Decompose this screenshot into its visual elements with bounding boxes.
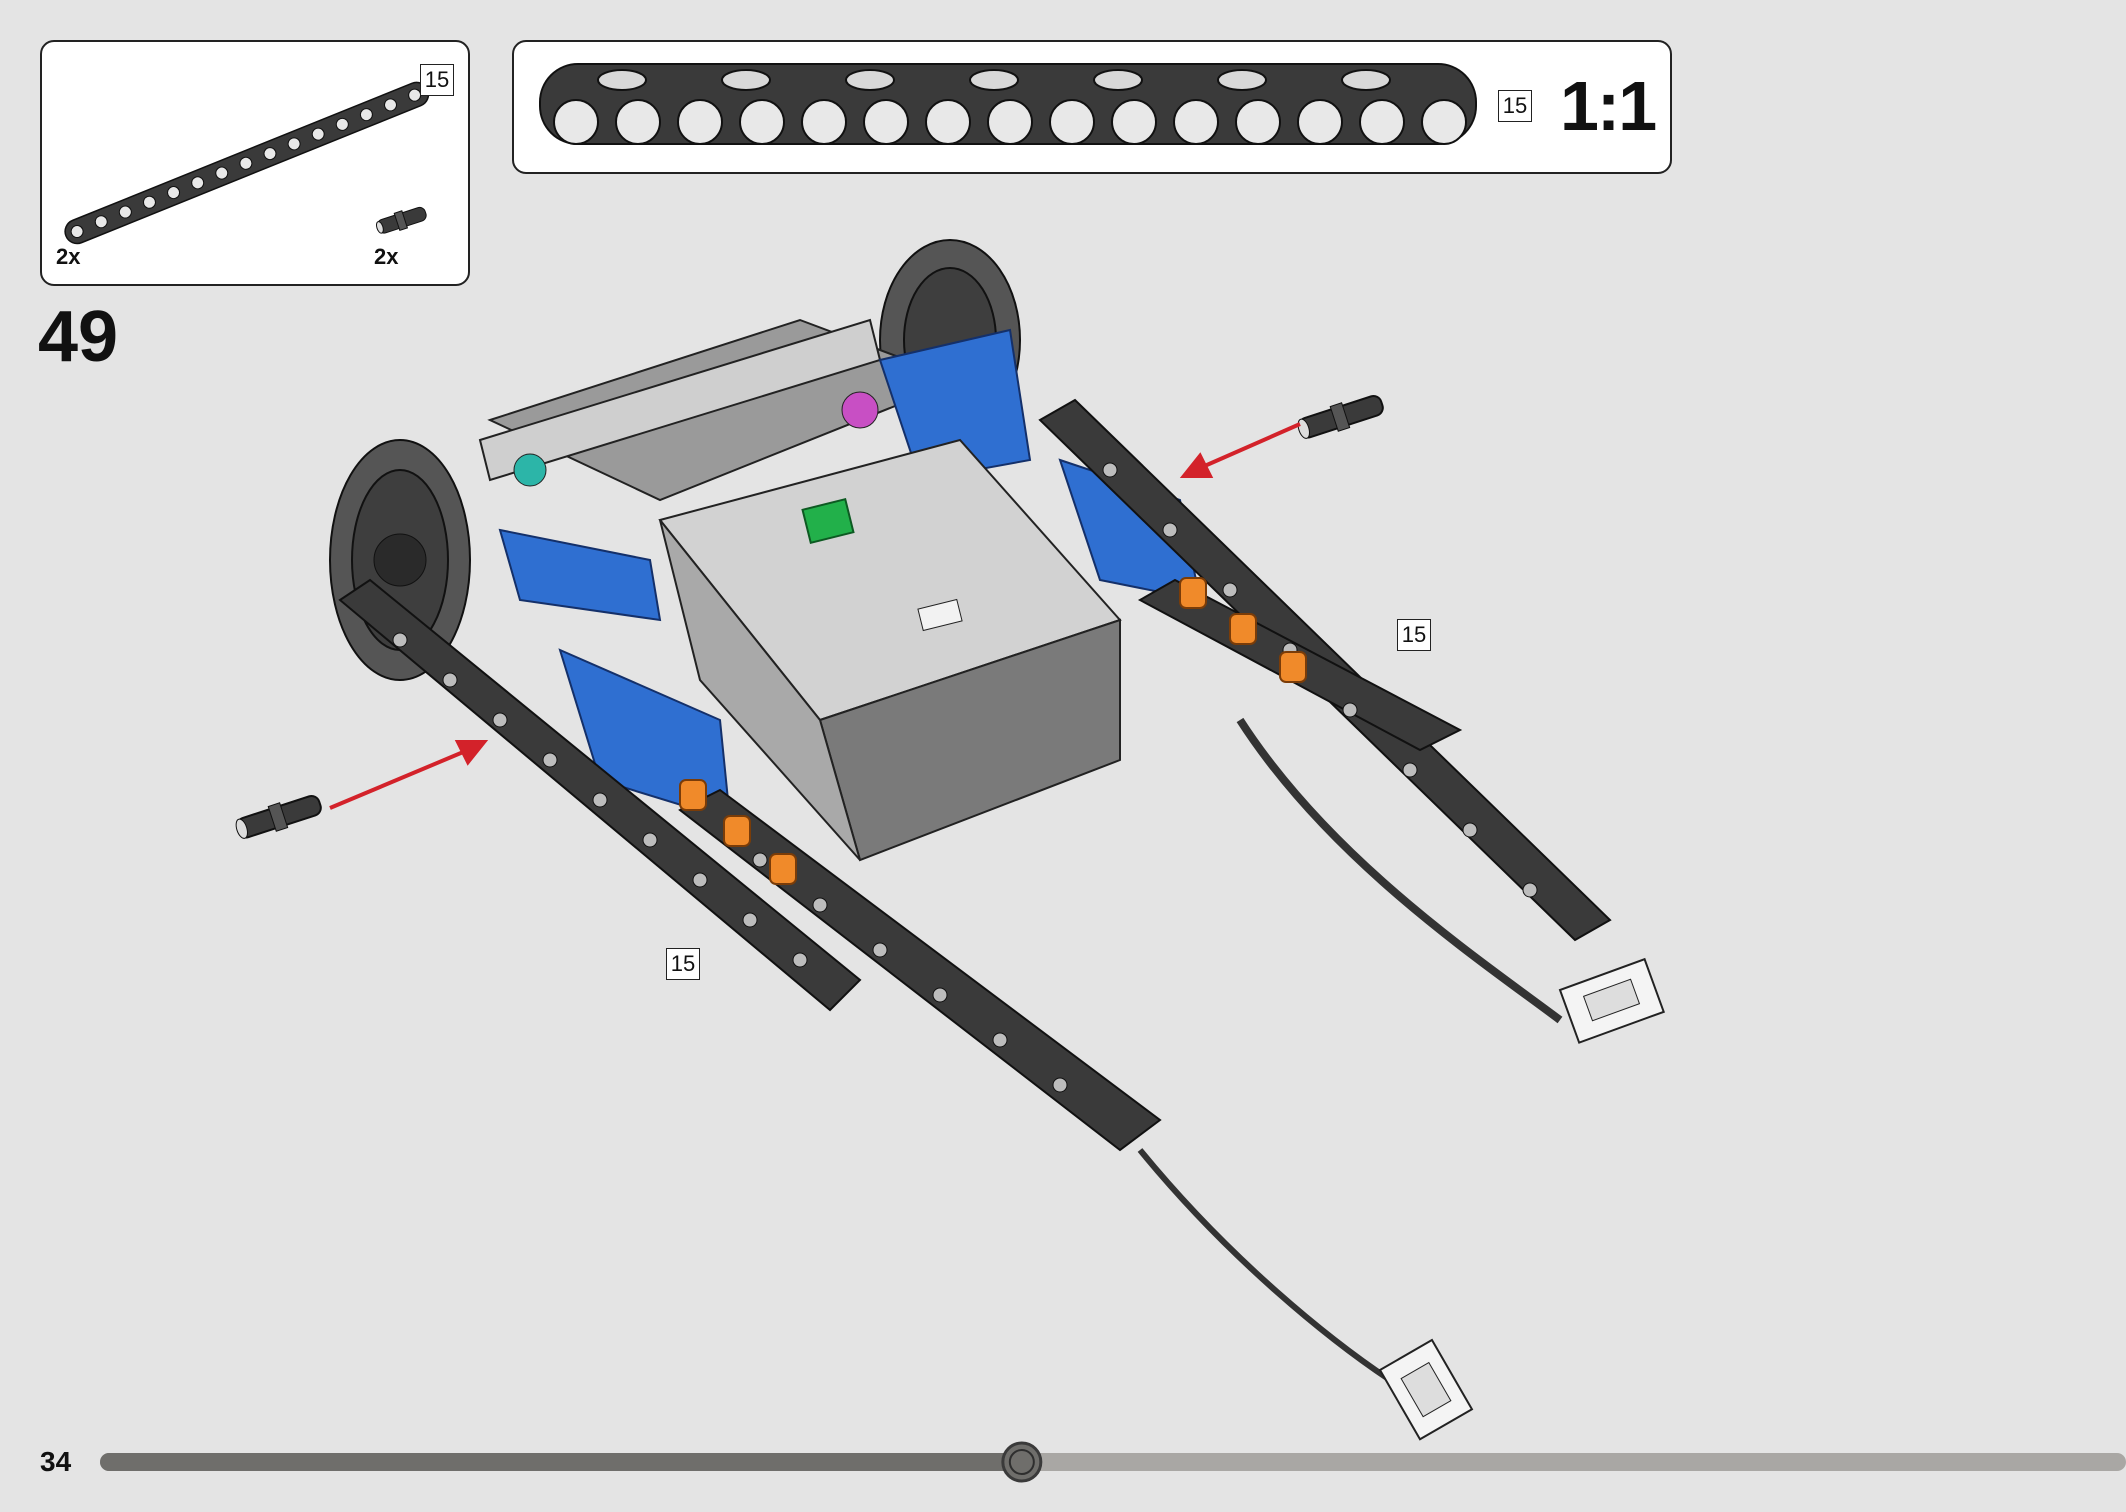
- cable-1: [1137, 1148, 1392, 1383]
- scale-reference-box: 15: [512, 40, 1672, 174]
- scale-length-tag: 15: [1498, 90, 1532, 122]
- step-number: 49: [38, 297, 119, 377]
- connector-2: [1558, 957, 1666, 1044]
- blue-frame-right: [878, 328, 1032, 482]
- orange-pins: [679, 577, 1307, 885]
- parts-list-box: 15 2x 2x: [40, 40, 470, 286]
- red-arrows: [329, 422, 1301, 810]
- technic-beam-15-icon: [64, 81, 430, 245]
- pin-quantity: 2x: [374, 244, 399, 269]
- blue-frame-left: [498, 528, 662, 622]
- beam-quantity: 2x: [56, 244, 81, 269]
- technic-pin-icon: [375, 206, 427, 234]
- left-wheel: [329, 439, 471, 681]
- progress-knob-inner: [1008, 1449, 1035, 1475]
- hub: [658, 438, 1122, 862]
- hub-button: [801, 497, 855, 545]
- beam-tag-left: 15: [666, 948, 700, 980]
- beam-length-tag: 15: [420, 64, 454, 96]
- connector-1: [1378, 1338, 1474, 1441]
- scale-ratio: 1:1: [1560, 67, 1657, 145]
- technic-beam-15-scale-icon: [539, 63, 1477, 145]
- teal-connector: [513, 453, 547, 487]
- pin-right: [1297, 394, 1384, 439]
- progress-fill: [100, 1453, 1022, 1471]
- page-number: 34: [40, 1446, 72, 1477]
- cable-2: [1236, 717, 1563, 1024]
- magenta-axle: [841, 391, 879, 429]
- pin-left: [235, 794, 322, 839]
- beam-tag-right: 15: [1397, 619, 1431, 651]
- hub-port: [917, 598, 963, 632]
